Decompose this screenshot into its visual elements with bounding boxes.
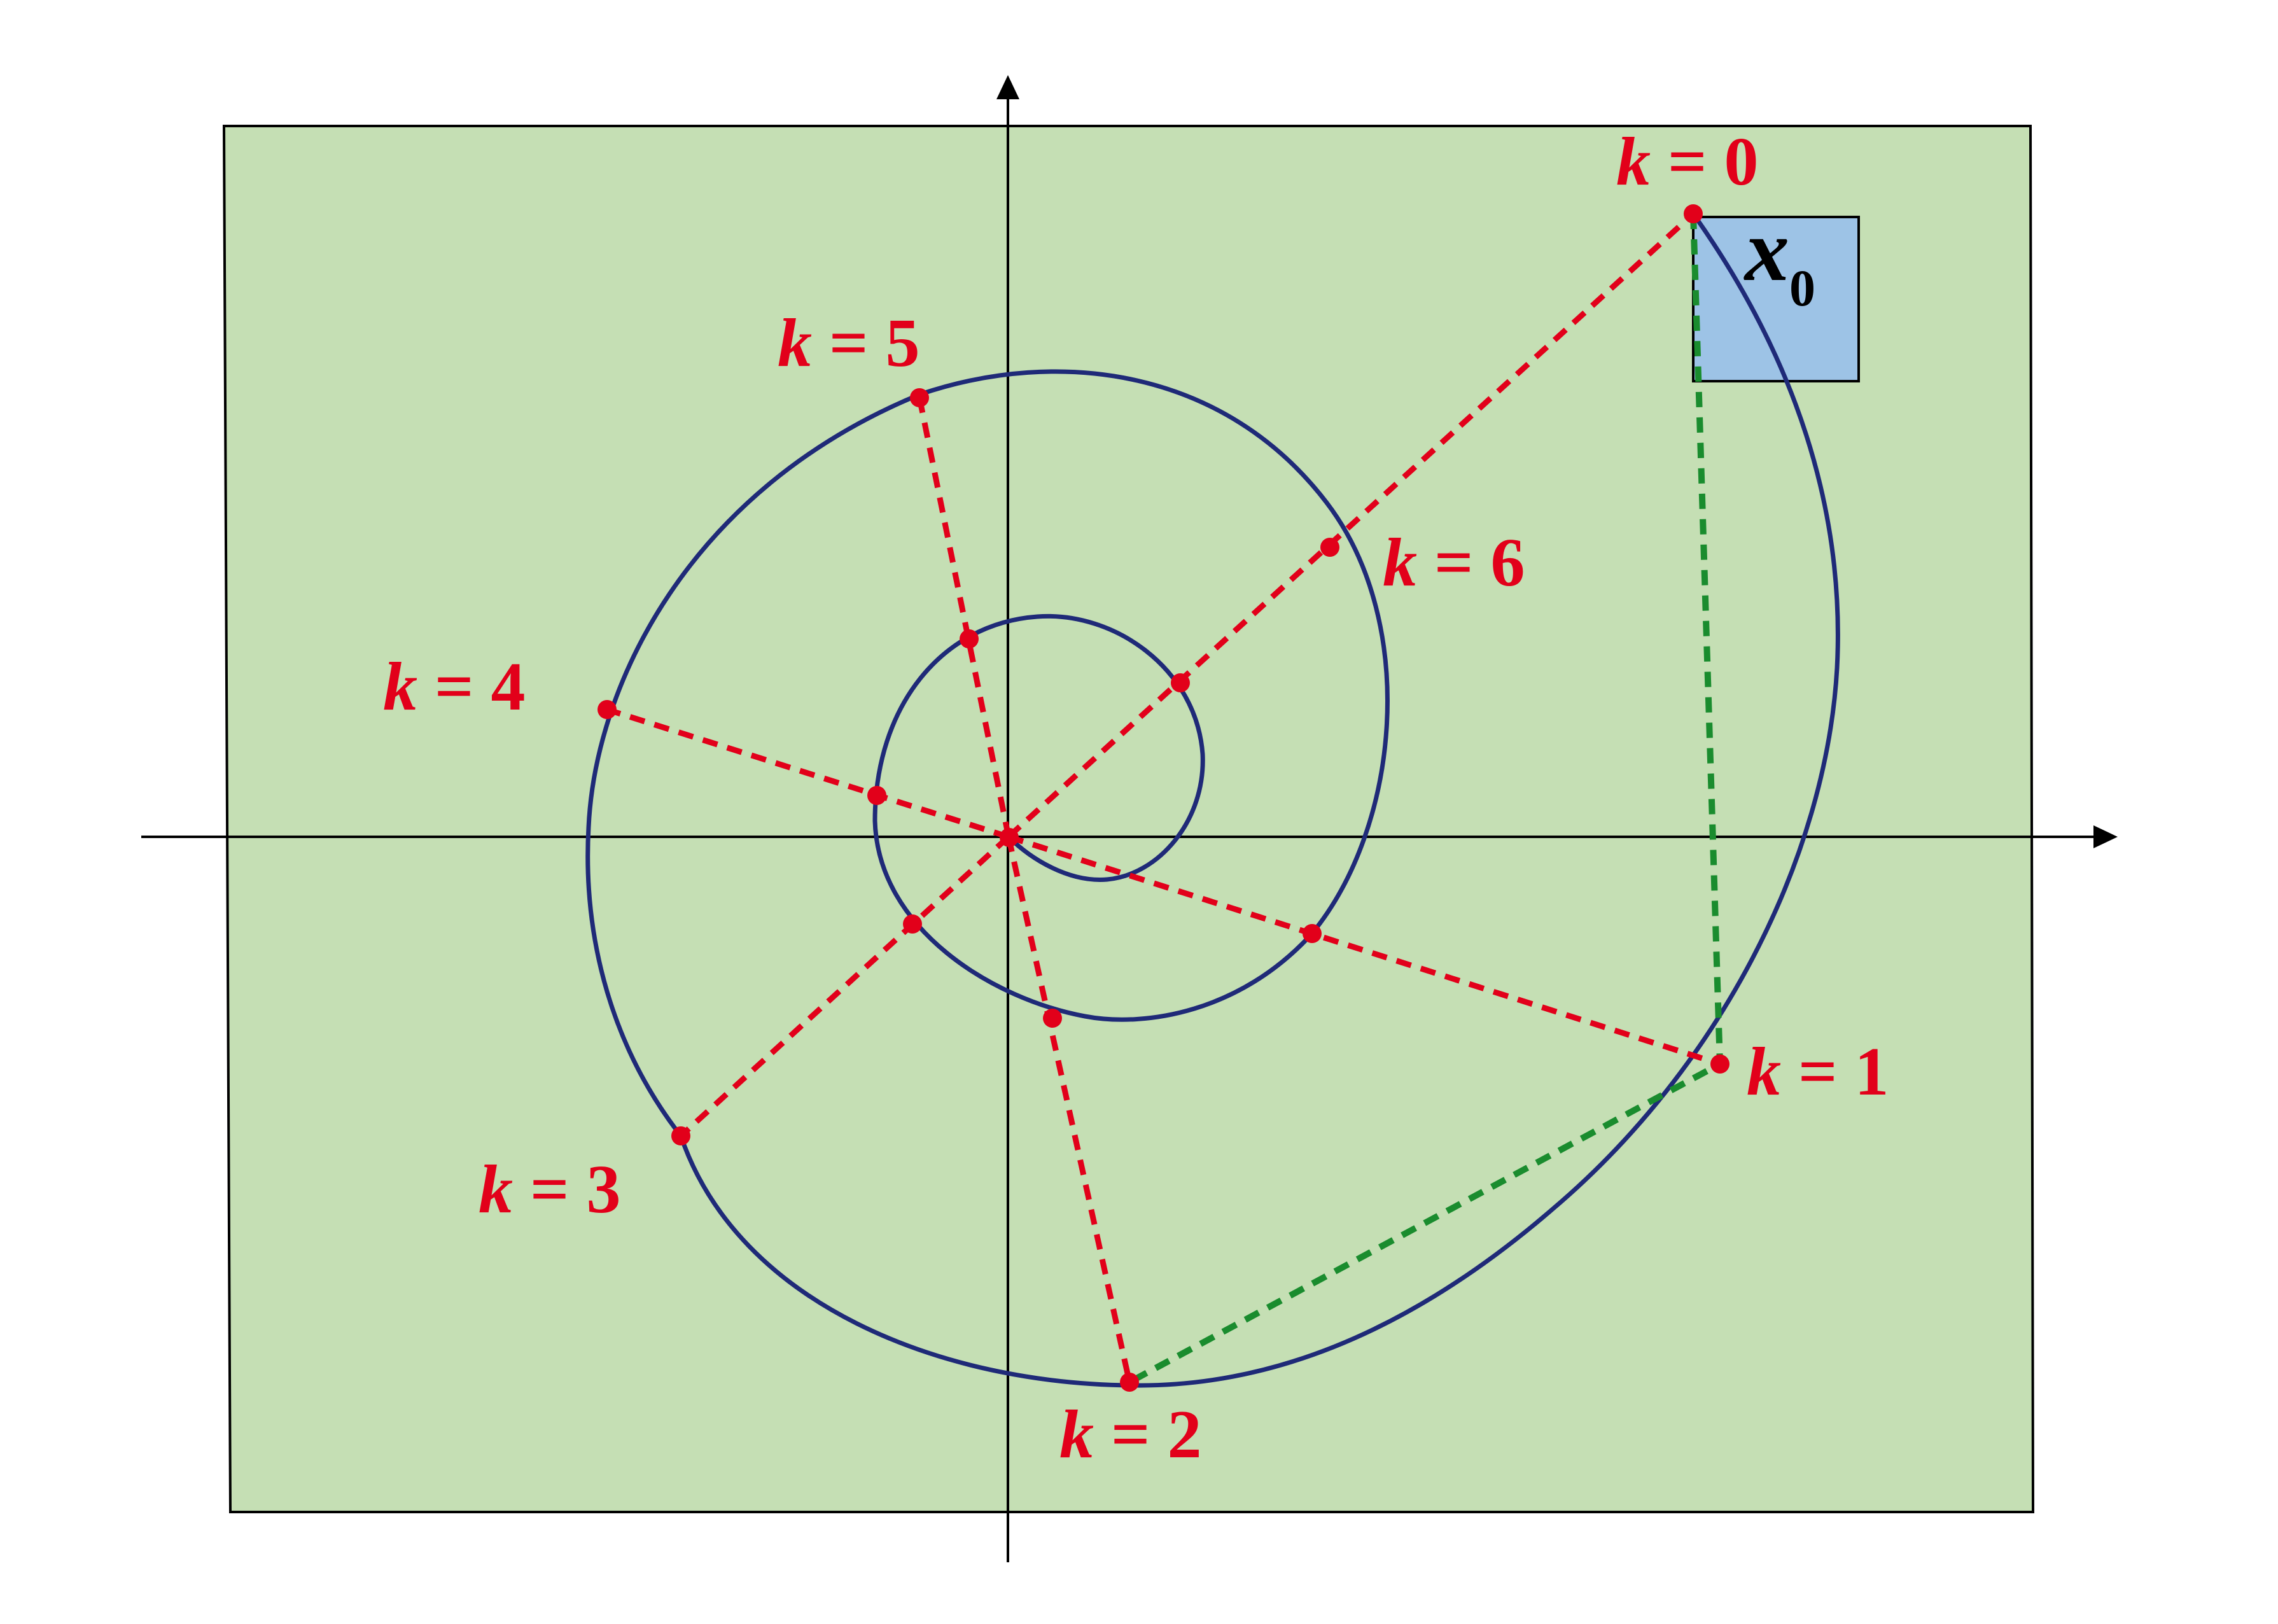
x0-symbol: x [1743, 201, 1789, 300]
point-k5 [910, 388, 929, 407]
ray-k4 [606, 706, 1010, 840]
label-k0: k = 0 [1616, 124, 1759, 200]
label-k5: k = 5 [778, 305, 920, 381]
point-k4 [597, 700, 617, 719]
red-dashed-rays [606, 211, 1721, 1383]
inner-point-e [1043, 1009, 1062, 1028]
ray-k2 [1005, 836, 1133, 1383]
point-k2 [1120, 1373, 1139, 1392]
label-x0: x0 [1743, 201, 1815, 317]
feasible-region [222, 125, 2035, 1513]
y-axis-arrow [996, 75, 1019, 99]
label-k2: k = 2 [1059, 1397, 1202, 1473]
label-k3: k = 3 [479, 1152, 621, 1228]
point-k1 [1710, 1054, 1729, 1074]
inner-point-c [867, 786, 886, 805]
label-k1: k = 1 [1747, 1034, 1889, 1110]
ray-k1 [1007, 834, 1721, 1067]
point-k6 [1320, 538, 1339, 557]
point-k3 [671, 1126, 690, 1145]
x0-subscript: 0 [1789, 259, 1815, 317]
inner-point-b [960, 629, 979, 648]
origin-point [1000, 828, 1019, 847]
inner-point-a [1171, 673, 1190, 692]
label-k6: k = 6 [1383, 525, 1525, 601]
point-k0 [1684, 204, 1703, 223]
inner-point-d [903, 914, 922, 934]
x-axis-arrow [2093, 825, 2118, 848]
spiral-trajectory [585, 212, 1840, 1388]
label-k4: k = 4 [383, 649, 526, 725]
ray-k3 [678, 834, 1011, 1138]
ray-k0 [1006, 211, 1696, 839]
trajectory-points [597, 204, 1729, 1392]
inner-point-f [1303, 924, 1322, 943]
